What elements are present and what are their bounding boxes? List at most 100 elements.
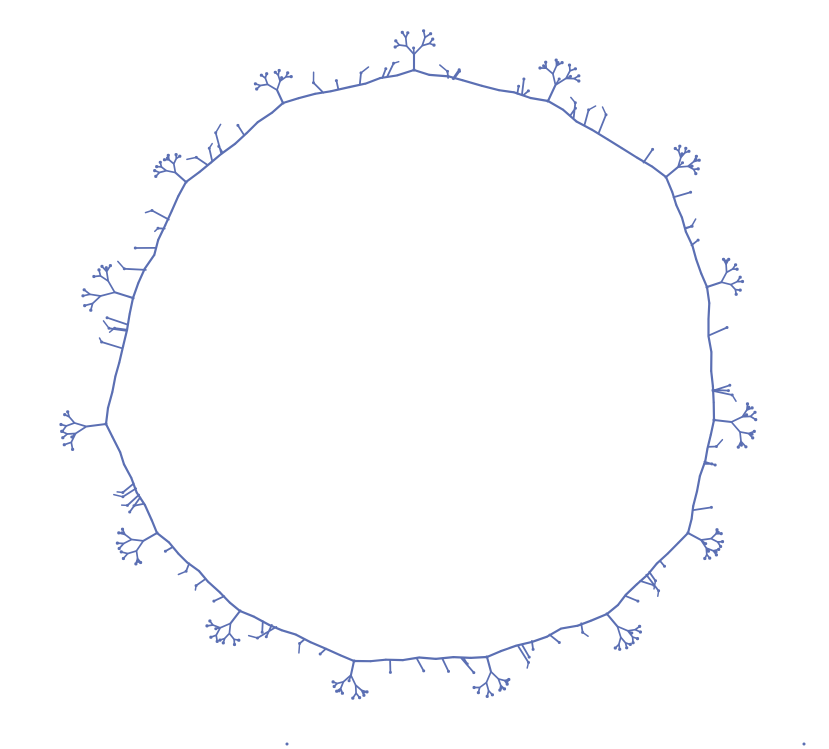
branch-edge: [228, 632, 235, 641]
ring-edge: [150, 519, 159, 535]
branch-edge: [228, 622, 232, 635]
edge-twig: [711, 384, 731, 392]
ring-edge: [447, 75, 464, 82]
branch-tip: [100, 264, 104, 268]
branch-edge: [618, 636, 622, 646]
branch-edge: [172, 157, 178, 165]
edge-twig: [151, 209, 170, 221]
branch-edge: [275, 88, 285, 105]
edge-twig: [186, 156, 198, 161]
ring-edge: [119, 451, 126, 466]
ring-edge: [605, 603, 620, 616]
edge-twig: [581, 631, 589, 637]
branch-tip: [286, 71, 290, 75]
branch-edge: [705, 281, 723, 289]
ring-edge: [691, 244, 698, 261]
edge-twig: [177, 570, 187, 576]
ring-edge: [280, 629, 297, 636]
twig-tip: [728, 383, 732, 387]
ring-edge: [143, 253, 156, 270]
branch-tip: [567, 63, 572, 67]
ring-edge: [220, 142, 237, 155]
twig-tip: [447, 669, 450, 673]
branch-tip: [218, 638, 222, 642]
branch-tip: [717, 547, 721, 552]
branch-edge: [219, 622, 232, 629]
edge-twig: [100, 341, 124, 350]
ring-edge: [137, 267, 146, 284]
edge-twig: [102, 320, 110, 330]
branch-tip: [89, 308, 93, 312]
ring-edge: [650, 165, 668, 179]
edge-twig: [312, 81, 325, 94]
branch-tip: [358, 696, 362, 700]
edge-twig: [639, 580, 655, 587]
twig-tip: [651, 147, 655, 151]
edge-twig: [451, 68, 461, 80]
ring-edge: [655, 552, 669, 565]
branch-tip: [134, 562, 138, 566]
edge-twig: [360, 66, 370, 74]
ring-edge: [177, 552, 189, 564]
branch-tip: [721, 257, 726, 261]
twig-tip: [212, 599, 216, 603]
branch-tip: [63, 413, 67, 417]
twig-tip: [557, 641, 561, 644]
branch-tip: [136, 560, 140, 563]
ring-edge: [128, 296, 135, 316]
branch-edge: [616, 625, 622, 639]
ring-edge: [485, 650, 502, 659]
ring-edge: [671, 191, 678, 207]
ring-edge: [122, 463, 133, 479]
edge-twig: [214, 131, 223, 155]
twig-tip: [260, 630, 264, 634]
branch-tip: [556, 61, 560, 64]
branch-edge: [135, 550, 139, 560]
twig-tip: [472, 671, 476, 675]
branch-edge: [266, 83, 278, 91]
branch-edge: [264, 77, 269, 86]
edge-twig: [708, 326, 728, 337]
ring-edge: [114, 361, 121, 378]
twig-tip: [522, 77, 526, 81]
twig-tip: [132, 504, 136, 508]
branch-tip: [694, 172, 698, 176]
twig-tip: [689, 190, 693, 194]
ring-edge: [395, 68, 416, 77]
branch-tip: [745, 402, 750, 406]
branch-edge: [74, 425, 88, 435]
branch-tip: [714, 553, 719, 557]
branch-tip: [280, 76, 284, 80]
branch-tip: [347, 679, 351, 683]
edge-twig: [358, 72, 362, 85]
branch-tip: [253, 82, 257, 86]
edge-twig: [123, 267, 147, 271]
branch-tip: [117, 531, 121, 535]
branch-edge: [160, 166, 168, 172]
branch-tip: [139, 560, 143, 565]
branch-tip: [165, 156, 169, 160]
branch-tip: [422, 29, 426, 33]
edge-twig: [441, 657, 450, 673]
ring-edge: [234, 132, 248, 145]
branch-layer: [59, 29, 758, 700]
branch-edge: [546, 83, 557, 103]
branch-tip: [577, 79, 581, 83]
twig-tip: [696, 238, 700, 242]
branch-tip: [630, 631, 634, 635]
branch-edge: [730, 421, 741, 433]
branch-edge: [710, 537, 719, 543]
branch-tip: [340, 691, 344, 695]
edge-twig: [128, 496, 142, 513]
branch-tip: [613, 646, 617, 650]
branch-tip: [681, 161, 684, 165]
branch-tip: [750, 432, 754, 436]
branch-tip: [694, 157, 698, 161]
branch-edge: [720, 271, 728, 284]
ring-edge: [635, 573, 650, 586]
branch-tip: [690, 164, 694, 168]
branch-tip: [259, 73, 263, 77]
branch-tip: [208, 619, 212, 623]
